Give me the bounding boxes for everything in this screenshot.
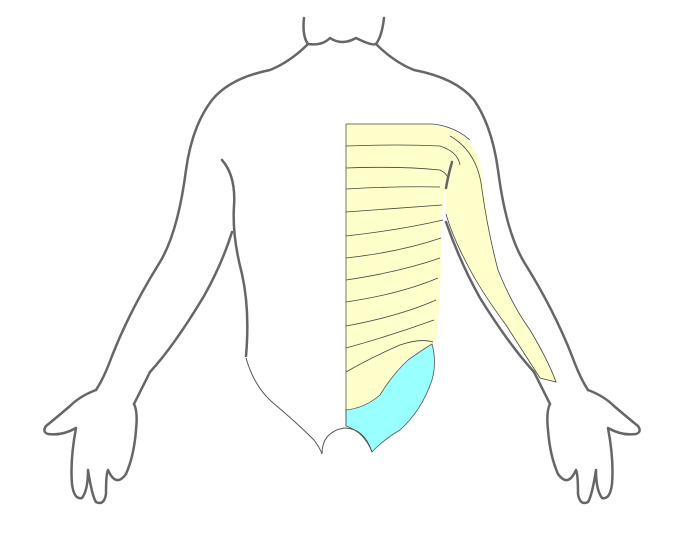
right-arm-inner (444, 220, 552, 406)
pelvis-outline-left (245, 357, 323, 455)
left-arm-outer (94, 42, 310, 392)
pelvis-notch (321, 427, 373, 455)
left-hand-outline (43, 388, 138, 505)
right-arm-outer (374, 42, 590, 392)
body-outline (43, 16, 641, 505)
thoracic-dermatome-lower (346, 330, 434, 410)
right-hand-outline (546, 388, 641, 505)
left-arm-inner (132, 230, 234, 406)
dermatome-lines (345, 123, 471, 373)
thoracic-dermatome-region (346, 124, 556, 382)
left-torso-side (220, 158, 249, 358)
right-armpit-mark (444, 160, 454, 190)
arm-dermatome-outline (445, 135, 557, 383)
neck-outline (302, 16, 386, 46)
